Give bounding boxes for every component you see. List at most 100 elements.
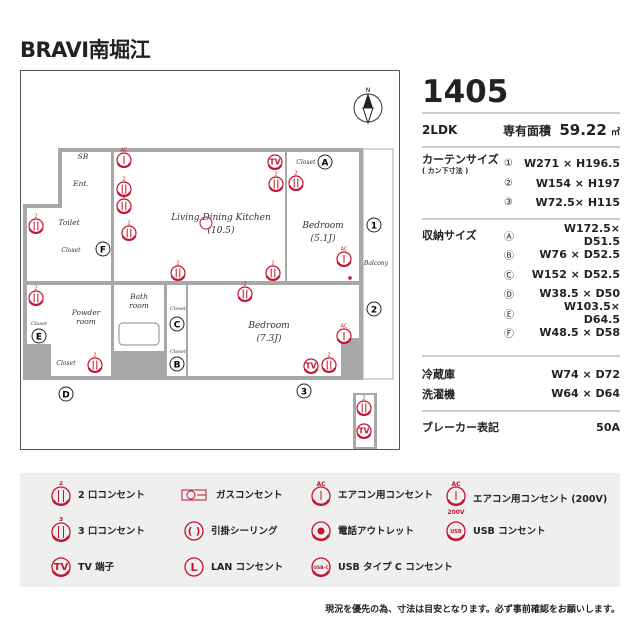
outlet-3-icon bbox=[264, 259, 282, 282]
label-powder-room: room bbox=[76, 317, 96, 326]
legend-item-ceiling-hook: ( )引掛シーリング bbox=[183, 517, 278, 543]
balcony bbox=[362, 148, 394, 380]
spec-panel: 1405 2LDK 専有面積 59.22 ㎡ カーテンサイズ( カン下寸法 )①… bbox=[422, 74, 620, 437]
phone-outlet-icon bbox=[310, 520, 332, 542]
breaker-value: 50A bbox=[596, 420, 620, 434]
curtain-label: カーテンサイズ bbox=[422, 153, 499, 167]
outlet-2-icon bbox=[320, 351, 338, 374]
usb-outlet-icon: USB bbox=[445, 520, 467, 542]
storage-mark: Ⓔ bbox=[504, 309, 514, 321]
curtain-mark: ② bbox=[504, 177, 513, 189]
label-toilet: Toilet bbox=[58, 218, 80, 227]
svg-text:N: N bbox=[366, 87, 371, 94]
breaker-label: ブレーカー表記 bbox=[422, 421, 499, 435]
ceiling-hook-icon: ( ) bbox=[184, 521, 204, 541]
label-ldk-size: (10.5) bbox=[207, 225, 235, 236]
property-title: BRAVI南堀江 bbox=[20, 38, 151, 62]
outlet-2-icon bbox=[27, 212, 45, 235]
outlet-2-icon bbox=[169, 259, 187, 282]
tv-terminal-icon: TV bbox=[50, 556, 72, 578]
label-closet-f: Closet bbox=[61, 247, 81, 254]
label-bedroom-2-size: (7.3J) bbox=[257, 333, 282, 344]
label-bedroom-2: Bedroom bbox=[247, 321, 289, 331]
outlet-2-icon bbox=[120, 219, 138, 242]
floor-plan-drawing: 2 TV AC N SB Ent. Toilet Closet Living D… bbox=[23, 87, 394, 449]
label-bath-room: room bbox=[129, 301, 149, 310]
ac-outlet-icon bbox=[335, 322, 353, 345]
ceiling-hook-icon bbox=[199, 216, 213, 230]
storage-mark: Ⓐ bbox=[504, 231, 514, 243]
outlet-2-icon bbox=[287, 169, 305, 192]
tv-terminal-icon bbox=[266, 153, 284, 171]
storage-value: W48.5 × D58 bbox=[539, 326, 620, 340]
svg-text:2: 2 bbox=[59, 481, 63, 487]
storage-mark-a: A bbox=[322, 159, 329, 169]
storage-value: W172.5× D51.5 bbox=[563, 222, 620, 249]
storage-mark-c: C bbox=[174, 321, 181, 331]
outlet-2-icon bbox=[86, 351, 104, 374]
label-bedroom-1: Bedroom bbox=[301, 221, 343, 231]
curtain-value: W271 × H196.5 bbox=[524, 157, 620, 171]
label-closet-b: Closet bbox=[170, 349, 187, 355]
label-sb: SB bbox=[78, 152, 89, 161]
storage-value: W38.5 × D50 bbox=[539, 287, 620, 301]
lan-outlet-icon: L bbox=[184, 557, 204, 577]
compass: N bbox=[353, 87, 383, 125]
walls bbox=[23, 148, 377, 449]
curtain-value: W154 × H197 bbox=[535, 176, 620, 190]
svg-text:AC: AC bbox=[451, 481, 461, 488]
label-ldk: Living Dining Kitchen bbox=[170, 213, 271, 223]
area-value: 59.22 bbox=[559, 121, 607, 139]
svg-text:USB-C: USB-C bbox=[313, 565, 329, 571]
storage-value: W152 × D52.5 bbox=[531, 267, 620, 281]
label-closet-d: Closet bbox=[56, 360, 76, 367]
label-bath: Bath bbox=[129, 292, 148, 301]
outlet-2-icon bbox=[27, 284, 45, 307]
outlet-2-icon: 2 bbox=[50, 481, 72, 507]
svg-text:200V: 200V bbox=[447, 509, 465, 515]
outlet-2-icon bbox=[267, 170, 285, 193]
label-powder: Powder bbox=[71, 308, 101, 317]
storage-label: 収納サイズ bbox=[422, 229, 477, 243]
tv-terminal-icon bbox=[302, 357, 320, 375]
legend-item-phone-outlet: 電話アウトレット bbox=[310, 517, 414, 543]
legend-item-gas-outlet: ガスコンセント bbox=[180, 481, 283, 507]
gas-outlet-icon bbox=[181, 489, 207, 501]
tv-terminal-icon bbox=[355, 422, 373, 440]
storage-value: W76 × D52.5 bbox=[539, 248, 620, 262]
label-bedroom-1-size: (5.1J) bbox=[311, 233, 336, 244]
label-entrance: Ent. bbox=[72, 179, 89, 188]
area-unit: ㎡ bbox=[610, 128, 620, 138]
label-closet-a: Closet bbox=[296, 159, 316, 166]
svg-text:TV: TV bbox=[54, 562, 69, 573]
svg-text:USB: USB bbox=[450, 529, 462, 535]
ac-outlet-200v-icon bbox=[335, 245, 353, 268]
bathtub bbox=[118, 322, 160, 346]
floor-plan: 2 TV AC N SB Ent. Toilet Closet Living D… bbox=[20, 70, 400, 450]
svg-text:L: L bbox=[190, 561, 197, 574]
curtain-mark: ① bbox=[504, 158, 513, 170]
storage-mark-b: B bbox=[174, 361, 181, 371]
storage-mark: Ⓕ bbox=[504, 329, 514, 341]
storage-value: W103.5× D64.5 bbox=[563, 300, 620, 327]
outlet-3-icon: 3 bbox=[50, 517, 72, 543]
label-closet-e: Closet bbox=[31, 321, 48, 327]
ac-outlet-200v-icon: AC 200V bbox=[445, 481, 467, 515]
washer-label: 洗濯機 bbox=[422, 387, 455, 401]
storage-mark: Ⓓ bbox=[504, 290, 514, 302]
curtain-sublabel: ( カン下寸法 ) bbox=[422, 167, 469, 176]
outlet-3-icon bbox=[115, 192, 133, 215]
outlets bbox=[27, 146, 373, 440]
washer-value: W64 × D64 bbox=[551, 387, 620, 401]
storage-mark-f: F bbox=[100, 246, 106, 256]
window-mark-3: 3 bbox=[301, 388, 307, 398]
